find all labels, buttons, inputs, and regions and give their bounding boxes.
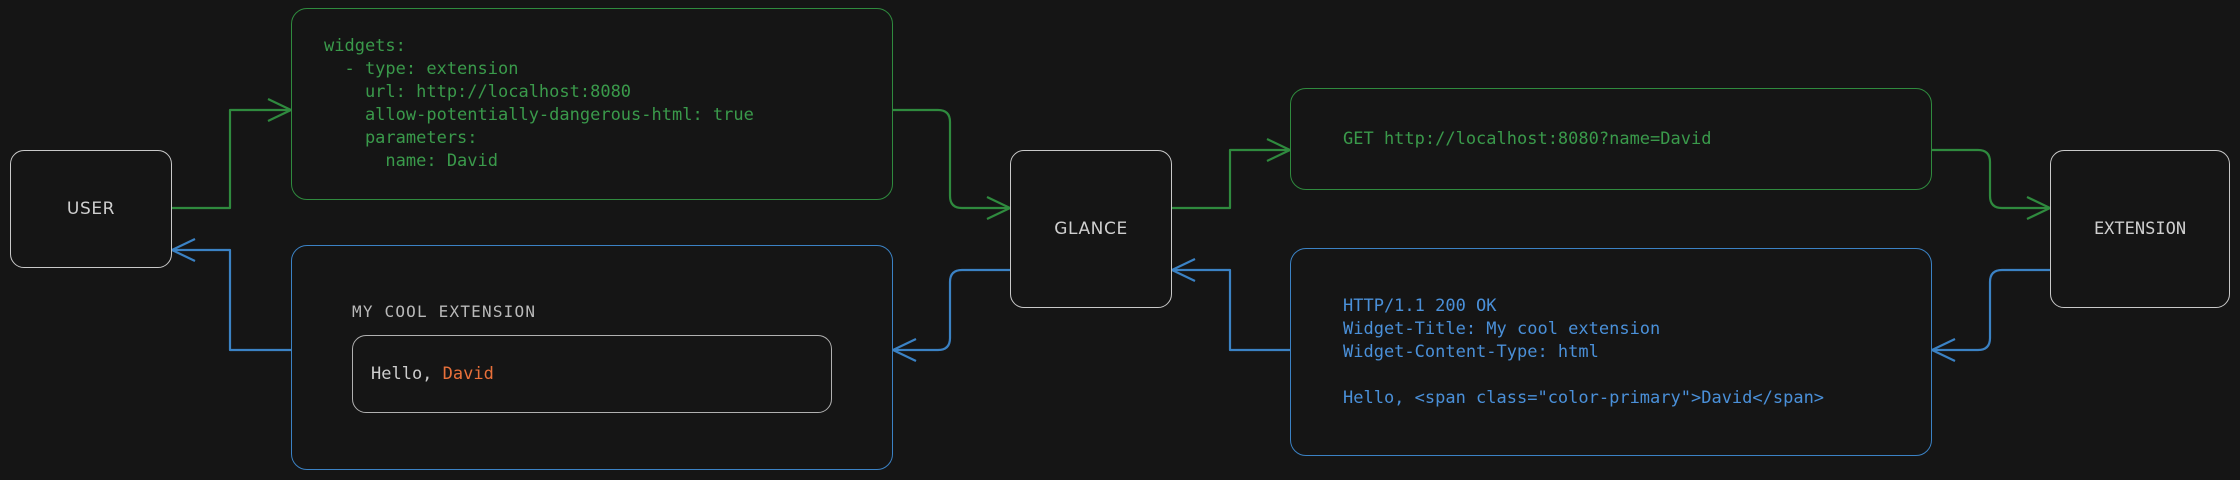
widget-greeting: Hello, David: [371, 364, 494, 384]
http-request-text: GET http://localhost:8080?name=David: [1343, 128, 1712, 149]
edge-glance-to-widget: [891, 268, 1010, 362]
edge-widget-to-user: [170, 238, 291, 352]
http-response-box: HTTP/1.1 200 OK Widget-Title: My cool ex…: [1290, 248, 1932, 456]
http-response-text: HTTP/1.1 200 OK Widget-Title: My cool ex…: [1343, 295, 1825, 408]
node-glance[interactable]: GLANCE: [1010, 150, 1172, 308]
widget-greeting-name: David: [442, 364, 494, 384]
edge-user-to-config: [172, 98, 293, 210]
node-extension[interactable]: EXTENSION: [2050, 150, 2230, 308]
node-user[interactable]: USER: [10, 150, 172, 268]
node-extension-label: EXTENSION: [2093, 219, 2187, 239]
edge-config-to-glance: [893, 108, 1012, 220]
node-user-label: USER: [66, 199, 116, 219]
config-yaml-text: widgets: - type: extension url: http://l…: [324, 36, 754, 171]
widget-greeting-prefix: Hello,: [371, 364, 443, 384]
edge-response-to-glance: [1170, 258, 1290, 352]
edge-extension-to-response: [1930, 268, 2050, 362]
rendered-widget-box: MY COOL EXTENSION Hello, David: [291, 245, 893, 470]
widget-content-card: Hello, David: [352, 335, 832, 413]
node-glance-label: GLANCE: [1054, 219, 1128, 239]
edge-request-to-extension: [1932, 148, 2052, 220]
http-request-box: GET http://localhost:8080?name=David: [1290, 88, 1932, 190]
widget-title: MY COOL EXTENSION: [352, 302, 537, 321]
config-yaml-box: widgets: - type: extension url: http://l…: [291, 8, 893, 200]
edge-glance-to-request: [1172, 138, 1292, 210]
